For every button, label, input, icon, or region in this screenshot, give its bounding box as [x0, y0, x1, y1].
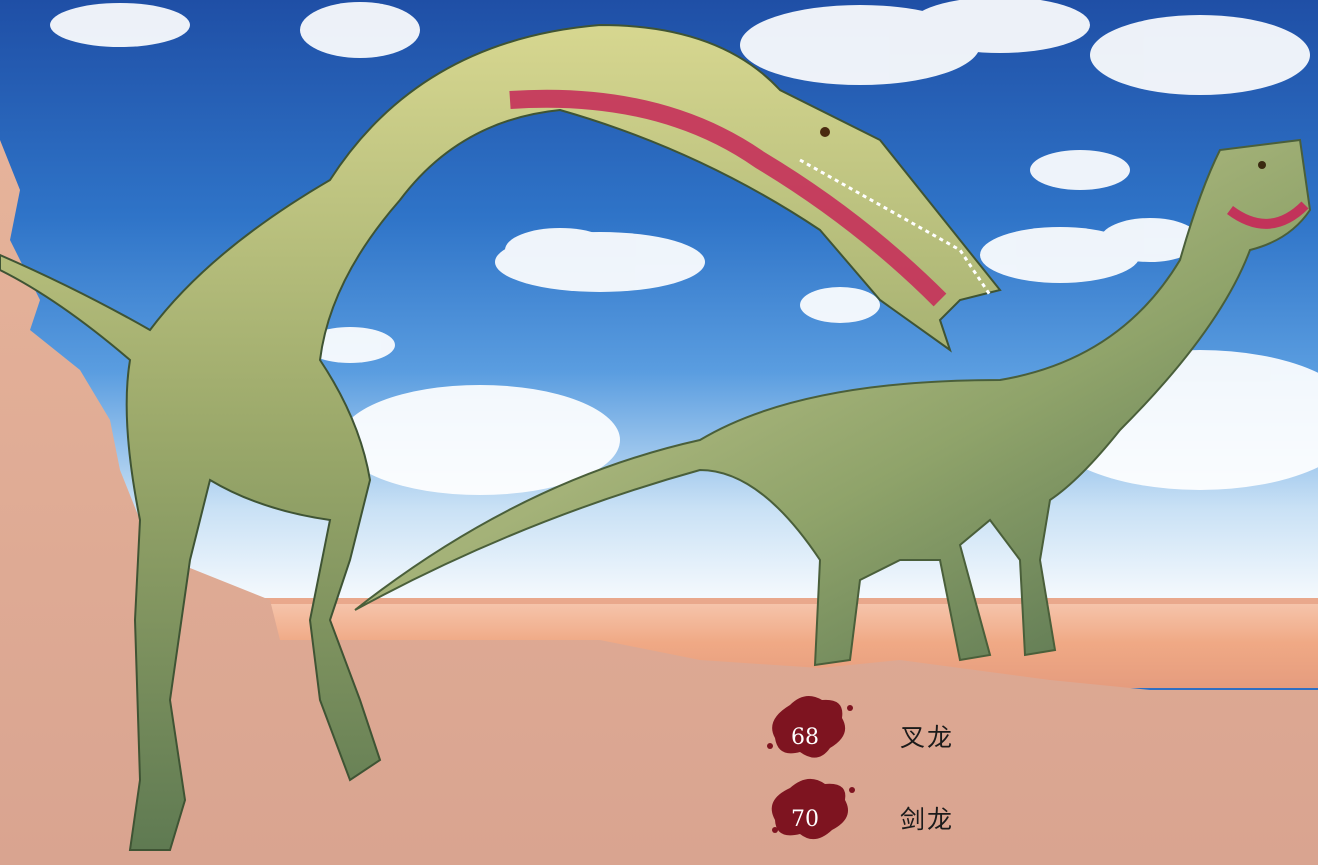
clouds: [50, 0, 1318, 495]
entry-label: 剑龙: [900, 805, 955, 834]
entry-label: 叉龙: [900, 723, 955, 752]
page-marker-splats: [767, 696, 855, 840]
page-number-badge: 70: [765, 790, 847, 850]
page-number-badge: 68: [765, 708, 847, 768]
right-dinosaur: [354, 138, 1312, 667]
index-entry[interactable]: 68 叉龙: [765, 708, 1025, 768]
page-index: 68 叉龙 70 剑龙: [765, 690, 1025, 860]
left-dinosaur: [0, 23, 1002, 851]
page-number: 68: [791, 725, 819, 750]
index-entry[interactable]: 70 剑龙: [765, 790, 1025, 850]
page-number: 70: [791, 807, 819, 832]
